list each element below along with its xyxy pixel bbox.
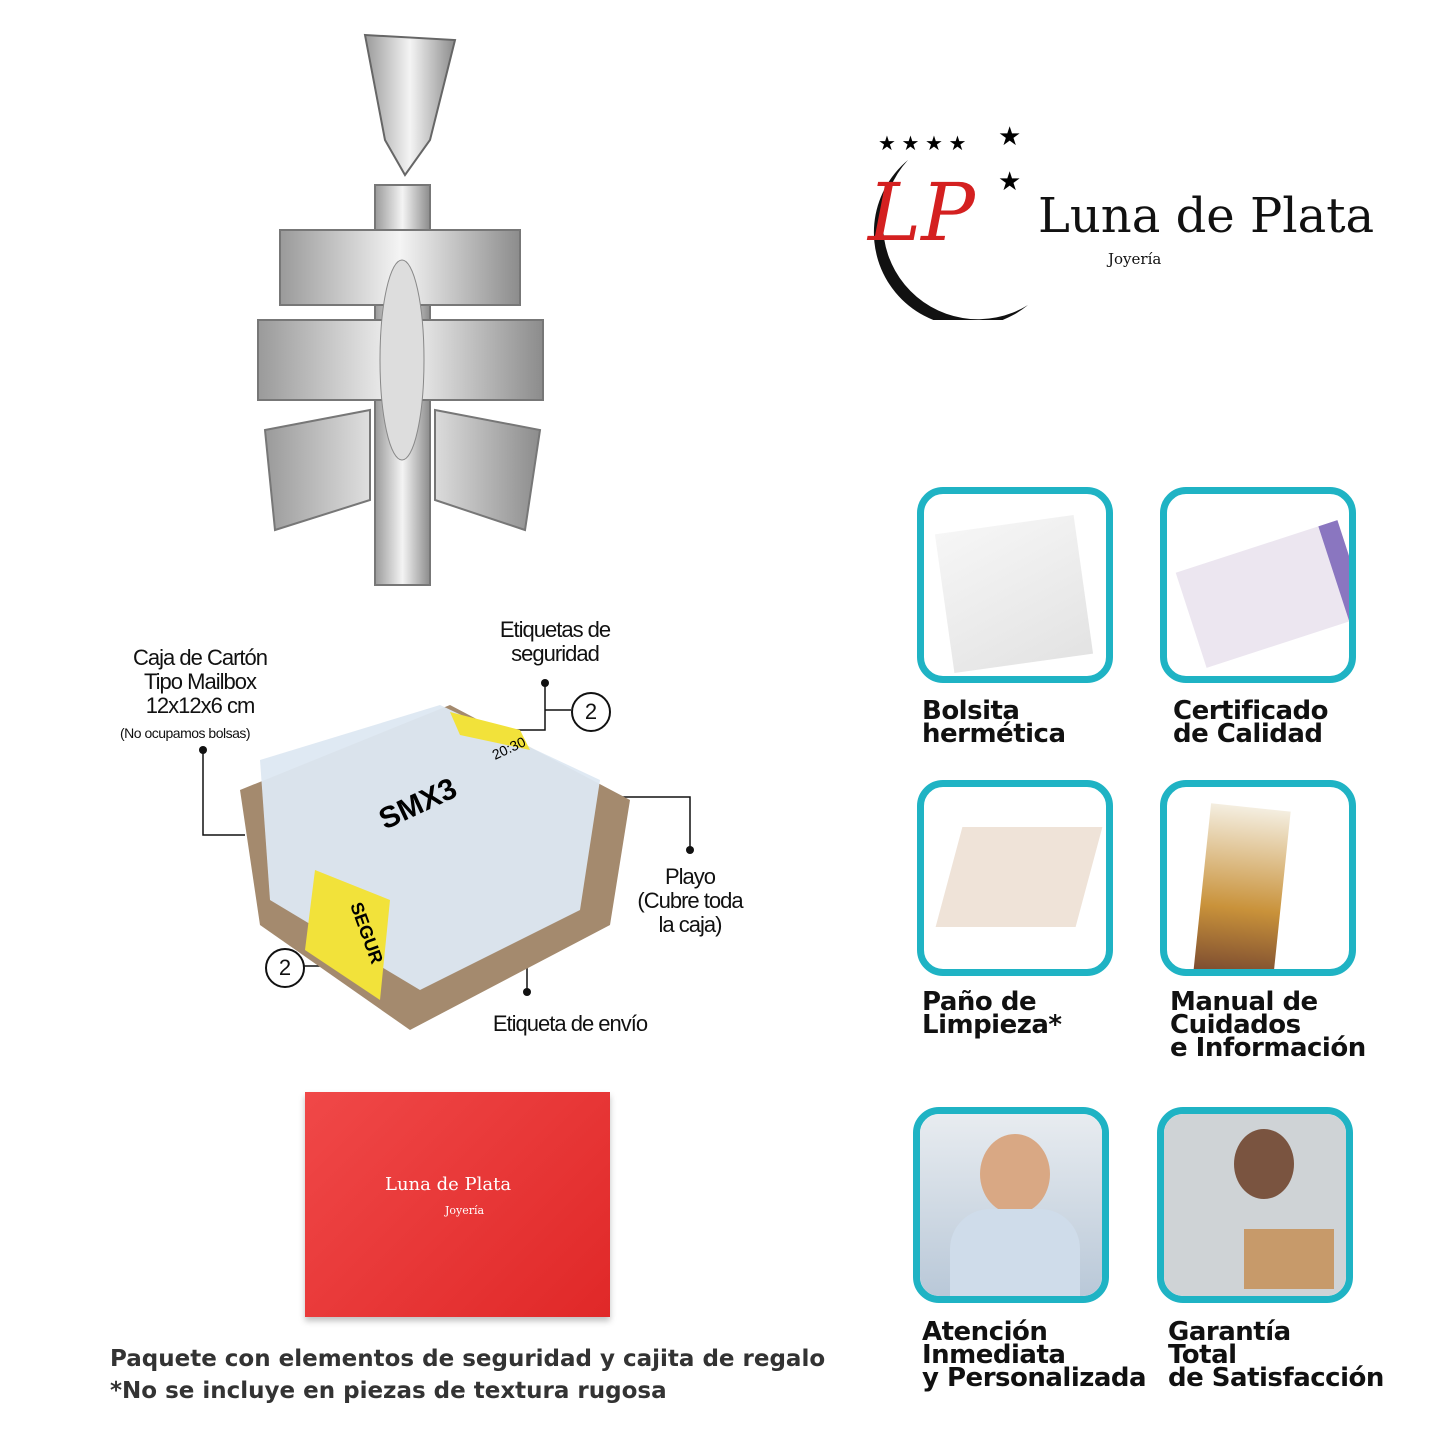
shipping-box-image: SMX3 20:30 SEGUR <box>199 679 694 1030</box>
svg-text:★ ★ ★ ★: ★ ★ ★ ★ <box>878 133 966 155</box>
security-count-badge: 2 <box>571 692 611 732</box>
label-care-manual: Manual de Cuidados e Información <box>1170 987 1366 1063</box>
giftbox-brand: Luna de Plata <box>385 1174 512 1195</box>
brand-logo: ★ ★ ★ ★ ★ ★ LP Luna de Plata Joyería <box>848 110 1374 320</box>
tile-cleaning-cloth <box>917 780 1113 976</box>
wrap-label: Playo (Cubre toda la caja) <box>637 864 743 937</box>
label-cleaning-cloth: Paño de Limpieza* <box>922 987 1062 1040</box>
brand-name: Luna de Plata <box>1038 188 1375 244</box>
footer-line-2: *No se incluye en piezas de textura rugo… <box>110 1378 667 1404</box>
footer-line-1: Paquete con elementos de seguridad y caj… <box>110 1346 826 1372</box>
gift-box-image: Luna de Plata Joyería <box>305 1092 610 1317</box>
tile-certificate <box>1160 487 1356 683</box>
label-sealed-bag: Bolsita hermética <box>922 696 1066 749</box>
label-guarantee: Garantía Total de Satisfacción <box>1168 1317 1384 1393</box>
shipping-label-label: Etiqueta de envío <box>492 1011 648 1036</box>
svg-text:★: ★ <box>998 121 1021 151</box>
box-note: (No ocupamos bolsas) <box>120 725 251 741</box>
moon-stars-icon: ★ ★ ★ ★ ★ ★ LP <box>866 121 1028 320</box>
cross-pendant-image <box>257 33 544 586</box>
tile-sealed-bag <box>917 487 1113 683</box>
tile-support <box>913 1107 1109 1303</box>
side-count-badge: 2 <box>265 948 305 988</box>
tile-guarantee <box>1157 1107 1353 1303</box>
svg-text:★: ★ <box>998 166 1021 196</box>
label-support: Atención Inmediata y Personalizada <box>922 1317 1147 1393</box>
tile-care-manual <box>1160 780 1356 976</box>
brand-sub: Joyería <box>1108 250 1162 268</box>
svg-text:LP: LP <box>866 166 976 259</box>
box-type-label: Caja de Cartón Tipo Mailbox 12x12x6 cm <box>133 645 268 718</box>
label-certificate: Certificado de Calidad <box>1173 696 1329 749</box>
giftbox-sub: Joyería <box>445 1204 485 1217</box>
security-labels-label: Etiquetas de seguridad <box>499 617 611 666</box>
